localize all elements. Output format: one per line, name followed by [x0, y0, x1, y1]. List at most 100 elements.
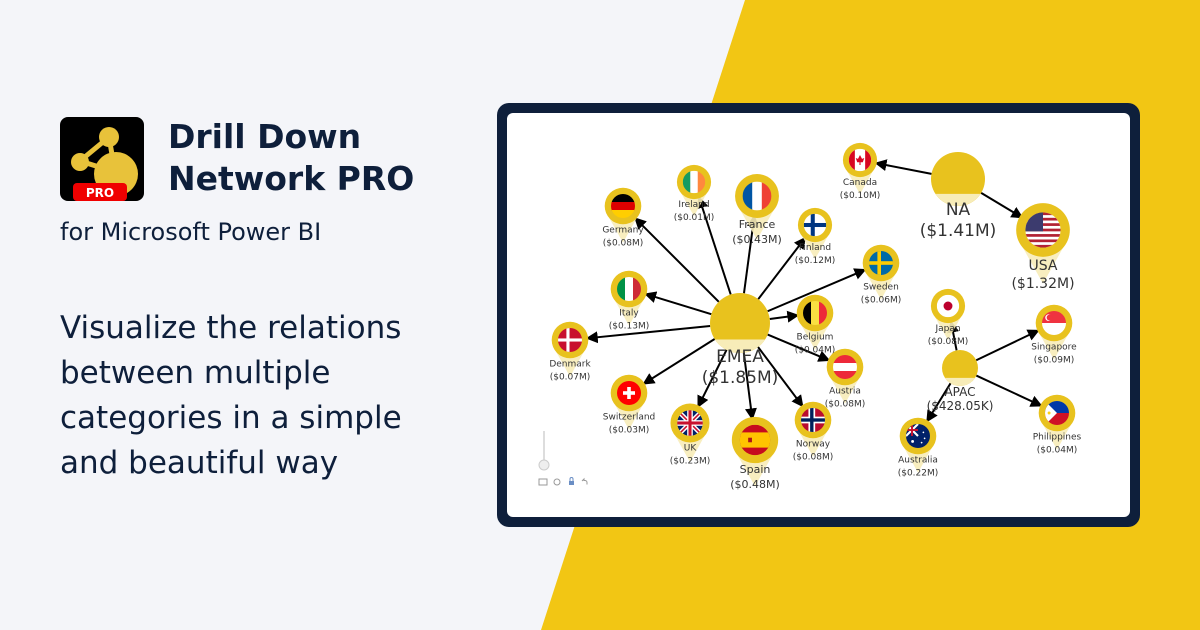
- canada-flag-icon: [848, 148, 872, 172]
- node-value: ($0.01M): [674, 213, 715, 223]
- fit-screen-icon[interactable]: [538, 478, 548, 486]
- belgium-flag-icon: [803, 301, 827, 325]
- edge-emea-switzerland: [642, 338, 716, 385]
- hub-label: APAC: [944, 385, 975, 399]
- node-value: ($0.03M): [609, 425, 650, 435]
- country-node-japan[interactable]: Japan($0.08M): [928, 288, 969, 347]
- node-value: ($0.08M): [825, 399, 866, 409]
- edge-emea-austria: [767, 333, 831, 362]
- node-label: Canada: [843, 178, 877, 188]
- edge-na-usa: [980, 192, 1024, 219]
- country-node-australia[interactable]: Australia($0.22M): [898, 417, 939, 479]
- country-node-ireland[interactable]: Ireland ($0.01M): [674, 164, 715, 223]
- reset-icon[interactable]: [553, 478, 561, 486]
- node-label: Denmark: [549, 359, 591, 369]
- country-node-uk[interactable]: UK ($0.23M): [670, 403, 711, 467]
- japan-flag-icon: [936, 294, 960, 318]
- ireland-flag-icon: [682, 170, 706, 194]
- country-node-germany[interactable]: Germany ($0.08M): [602, 187, 644, 249]
- node-value: ($0.08M): [793, 452, 834, 462]
- lock-icon[interactable]: [569, 477, 574, 486]
- node-label: Belgium: [797, 332, 834, 342]
- nodes-layer: NA($1.41M) EMEA($1.85M) APAC($428.05K) Cana…: [549, 142, 1082, 491]
- edge-emea-ireland: [696, 196, 732, 295]
- node-value: ($0.08M): [603, 238, 644, 248]
- country-node-philippines[interactable]: Philippines($0.04M): [1033, 394, 1082, 456]
- edges-layer: [585, 159, 1043, 423]
- switzerland-flag-icon: [617, 381, 641, 405]
- edge-apac-australia: [926, 382, 952, 423]
- sweden-flag-icon: [869, 251, 893, 275]
- node-value: ($0.06M): [861, 295, 902, 305]
- germany-flag-icon: [611, 194, 635, 218]
- country-node-denmark[interactable]: Denmark ($0.07M): [549, 321, 591, 383]
- node-label: Austria: [829, 386, 861, 396]
- node-label: Philippines: [1033, 432, 1082, 442]
- node-label: Singapore: [1031, 342, 1077, 352]
- hub-node-na[interactable]: NA($1.41M): [920, 152, 997, 241]
- austria-flag-icon: [833, 355, 857, 379]
- node-label: Germany: [602, 225, 644, 235]
- spain-flag-icon: [739, 424, 771, 456]
- hub-value: ($428.05K): [927, 399, 994, 413]
- node-value: ($0.12M): [795, 256, 836, 266]
- product-title: Drill Down Network PRO: [168, 116, 414, 200]
- uk-flag-icon: [677, 410, 703, 436]
- hub-label: EMEA: [716, 347, 764, 367]
- node-label: Sweden: [863, 282, 899, 292]
- node-label: USA: [1029, 258, 1058, 274]
- network-graph[interactable]: NA($1.41M) EMEA($1.85M) APAC($428.05K) Cana…: [507, 113, 1130, 517]
- country-node-austria[interactable]: Austria ($0.08M): [825, 348, 866, 410]
- pro-badge-label: PRO: [86, 186, 114, 200]
- hub-value: ($1.41M): [920, 221, 997, 241]
- zoom-slider-thumb[interactable]: [538, 459, 550, 471]
- undo-icon[interactable]: [581, 477, 588, 485]
- country-node-belgium[interactable]: Belgium ($0.04M): [795, 294, 836, 356]
- edge-emea-spain: [742, 352, 757, 421]
- edge-na-canada: [874, 159, 932, 175]
- node-label: Australia: [898, 455, 938, 465]
- node-label: Italy: [619, 308, 639, 318]
- hub-node-emea[interactable]: EMEA($1.85M): [702, 293, 779, 388]
- node-value: ($0.43M): [732, 233, 782, 246]
- country-node-france[interactable]: France ($0.43M): [732, 174, 782, 246]
- usa-flag-icon: [1025, 212, 1061, 248]
- screenshot-frame: NA($1.41M) EMEA($1.85M) APAC($428.05K) Cana…: [497, 103, 1140, 527]
- france-flag-icon: [742, 181, 772, 211]
- tagline-line: Visualize the relations: [60, 310, 402, 346]
- edge-emea-finland: [757, 236, 807, 300]
- country-node-italy[interactable]: Italy($0.13M): [609, 270, 650, 332]
- pro-badge: [73, 183, 127, 201]
- node-label: France: [739, 218, 776, 231]
- philippines-flag-icon: [1045, 401, 1069, 425]
- node-value: ($0.04M): [795, 345, 836, 355]
- node-value: ($0.48M): [730, 478, 780, 491]
- edge-emea-denmark: [585, 324, 711, 344]
- country-node-spain[interactable]: Spain($0.48M): [730, 416, 780, 491]
- country-node-sweden[interactable]: Sweden ($0.06M): [861, 244, 902, 306]
- edge-emea-sweden: [767, 268, 867, 313]
- hub-node-apac[interactable]: APAC($428.05K): [927, 350, 994, 413]
- title-line-1: Drill Down: [168, 117, 362, 156]
- country-node-canada[interactable]: Canada ($0.10M): [840, 142, 881, 201]
- node-value: ($0.09M): [1034, 355, 1075, 365]
- country-node-finland[interactable]: Finland($0.12M): [795, 207, 836, 266]
- node-value: ($0.07M): [550, 372, 591, 382]
- australia-flag-icon: [906, 424, 930, 448]
- node-value: ($0.10M): [840, 191, 881, 201]
- node-label: Ireland: [678, 200, 709, 210]
- network-node-icon: [99, 127, 119, 147]
- country-node-norway[interactable]: Norway ($0.08M): [793, 401, 834, 463]
- product-subtitle: for Microsoft Power BI: [60, 218, 322, 246]
- node-label: UK: [684, 444, 698, 454]
- node-label: Norway: [796, 439, 831, 449]
- node-value: ($0.23M): [670, 457, 711, 467]
- tagline-line: categories in a simple: [60, 400, 402, 436]
- network-visual: NA($1.41M) EMEA($1.85M) APAC($428.05K) Cana…: [507, 113, 1130, 517]
- country-node-switzerland[interactable]: Switzerland($0.03M): [603, 374, 656, 436]
- denmark-flag-icon: [558, 328, 582, 352]
- country-node-usa[interactable]: USA($1.32M): [1011, 203, 1075, 292]
- zoom-toolbar: [535, 429, 595, 489]
- country-node-singapore[interactable]: Singapore ($0.09M): [1031, 304, 1077, 366]
- hub-value: ($1.85M): [702, 368, 779, 388]
